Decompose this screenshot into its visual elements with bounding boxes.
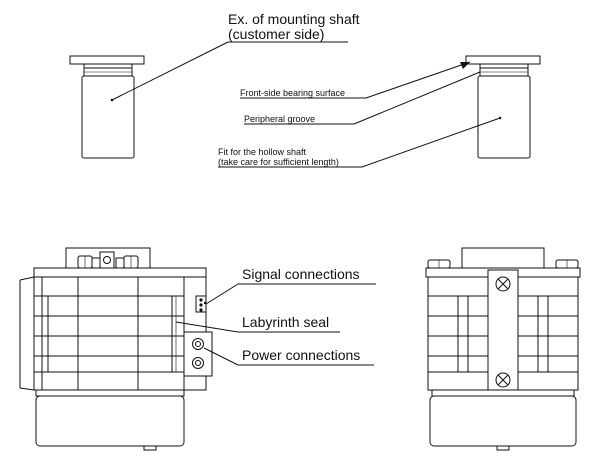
screw-head [99, 251, 115, 269]
shaft-body [477, 75, 531, 159]
screw [495, 372, 511, 388]
label-peripheral-groove: Peripheral groove [244, 114, 315, 124]
motor-can [35, 395, 185, 447]
label-labyrinth-seal: Labyrinth seal [242, 314, 329, 330]
housing-bottom-ring [35, 389, 185, 397]
power-terminal [192, 357, 204, 369]
housing [33, 276, 207, 391]
leader-signal [205, 283, 239, 305]
label-mounting-shaft-1: Ex. of mounting shaft [228, 11, 360, 27]
mounting-shaft-right [465, 55, 541, 159]
foot [496, 445, 510, 451]
power-terminal [192, 338, 204, 350]
screw [495, 276, 511, 292]
foot [143, 445, 157, 451]
label-power-connections: Power connections [242, 347, 360, 363]
label-hollow-fit-2: (take care for sufficient length) [218, 157, 339, 167]
shaft-body [81, 75, 135, 159]
label-hollow-fit-1: Fit for the hollow shaft [218, 147, 307, 157]
leader-arrowhead [460, 62, 470, 69]
shaft-collar [83, 63, 133, 69]
housing-bottom-ring [431, 389, 575, 397]
label-mounting-shaft-2: (customer side) [228, 26, 324, 42]
leader-hollow-fit [361, 117, 501, 168]
leader-front-bearing [365, 61, 471, 99]
drive-front-view [425, 247, 581, 451]
label-signal-connections: Signal connections [242, 266, 360, 282]
housing-top-rim [33, 267, 207, 278]
washer [91, 257, 101, 269]
label-front-bearing: Front-side bearing surface [240, 88, 345, 98]
shaft-collar [479, 63, 529, 69]
leader-mounting-shaft [111, 41, 229, 101]
motor-can [429, 395, 577, 447]
mounting-shaft-left [69, 55, 145, 159]
center-strap [487, 269, 519, 395]
shaft-flange [465, 55, 541, 65]
washer [115, 257, 125, 269]
shaft-flange [69, 55, 145, 65]
leader-labyrinth [175, 321, 239, 333]
leader-peripheral-groove [353, 71, 481, 125]
leader-power [203, 347, 239, 366]
mounting-plate [461, 247, 545, 269]
drive-side-view [19, 247, 213, 451]
